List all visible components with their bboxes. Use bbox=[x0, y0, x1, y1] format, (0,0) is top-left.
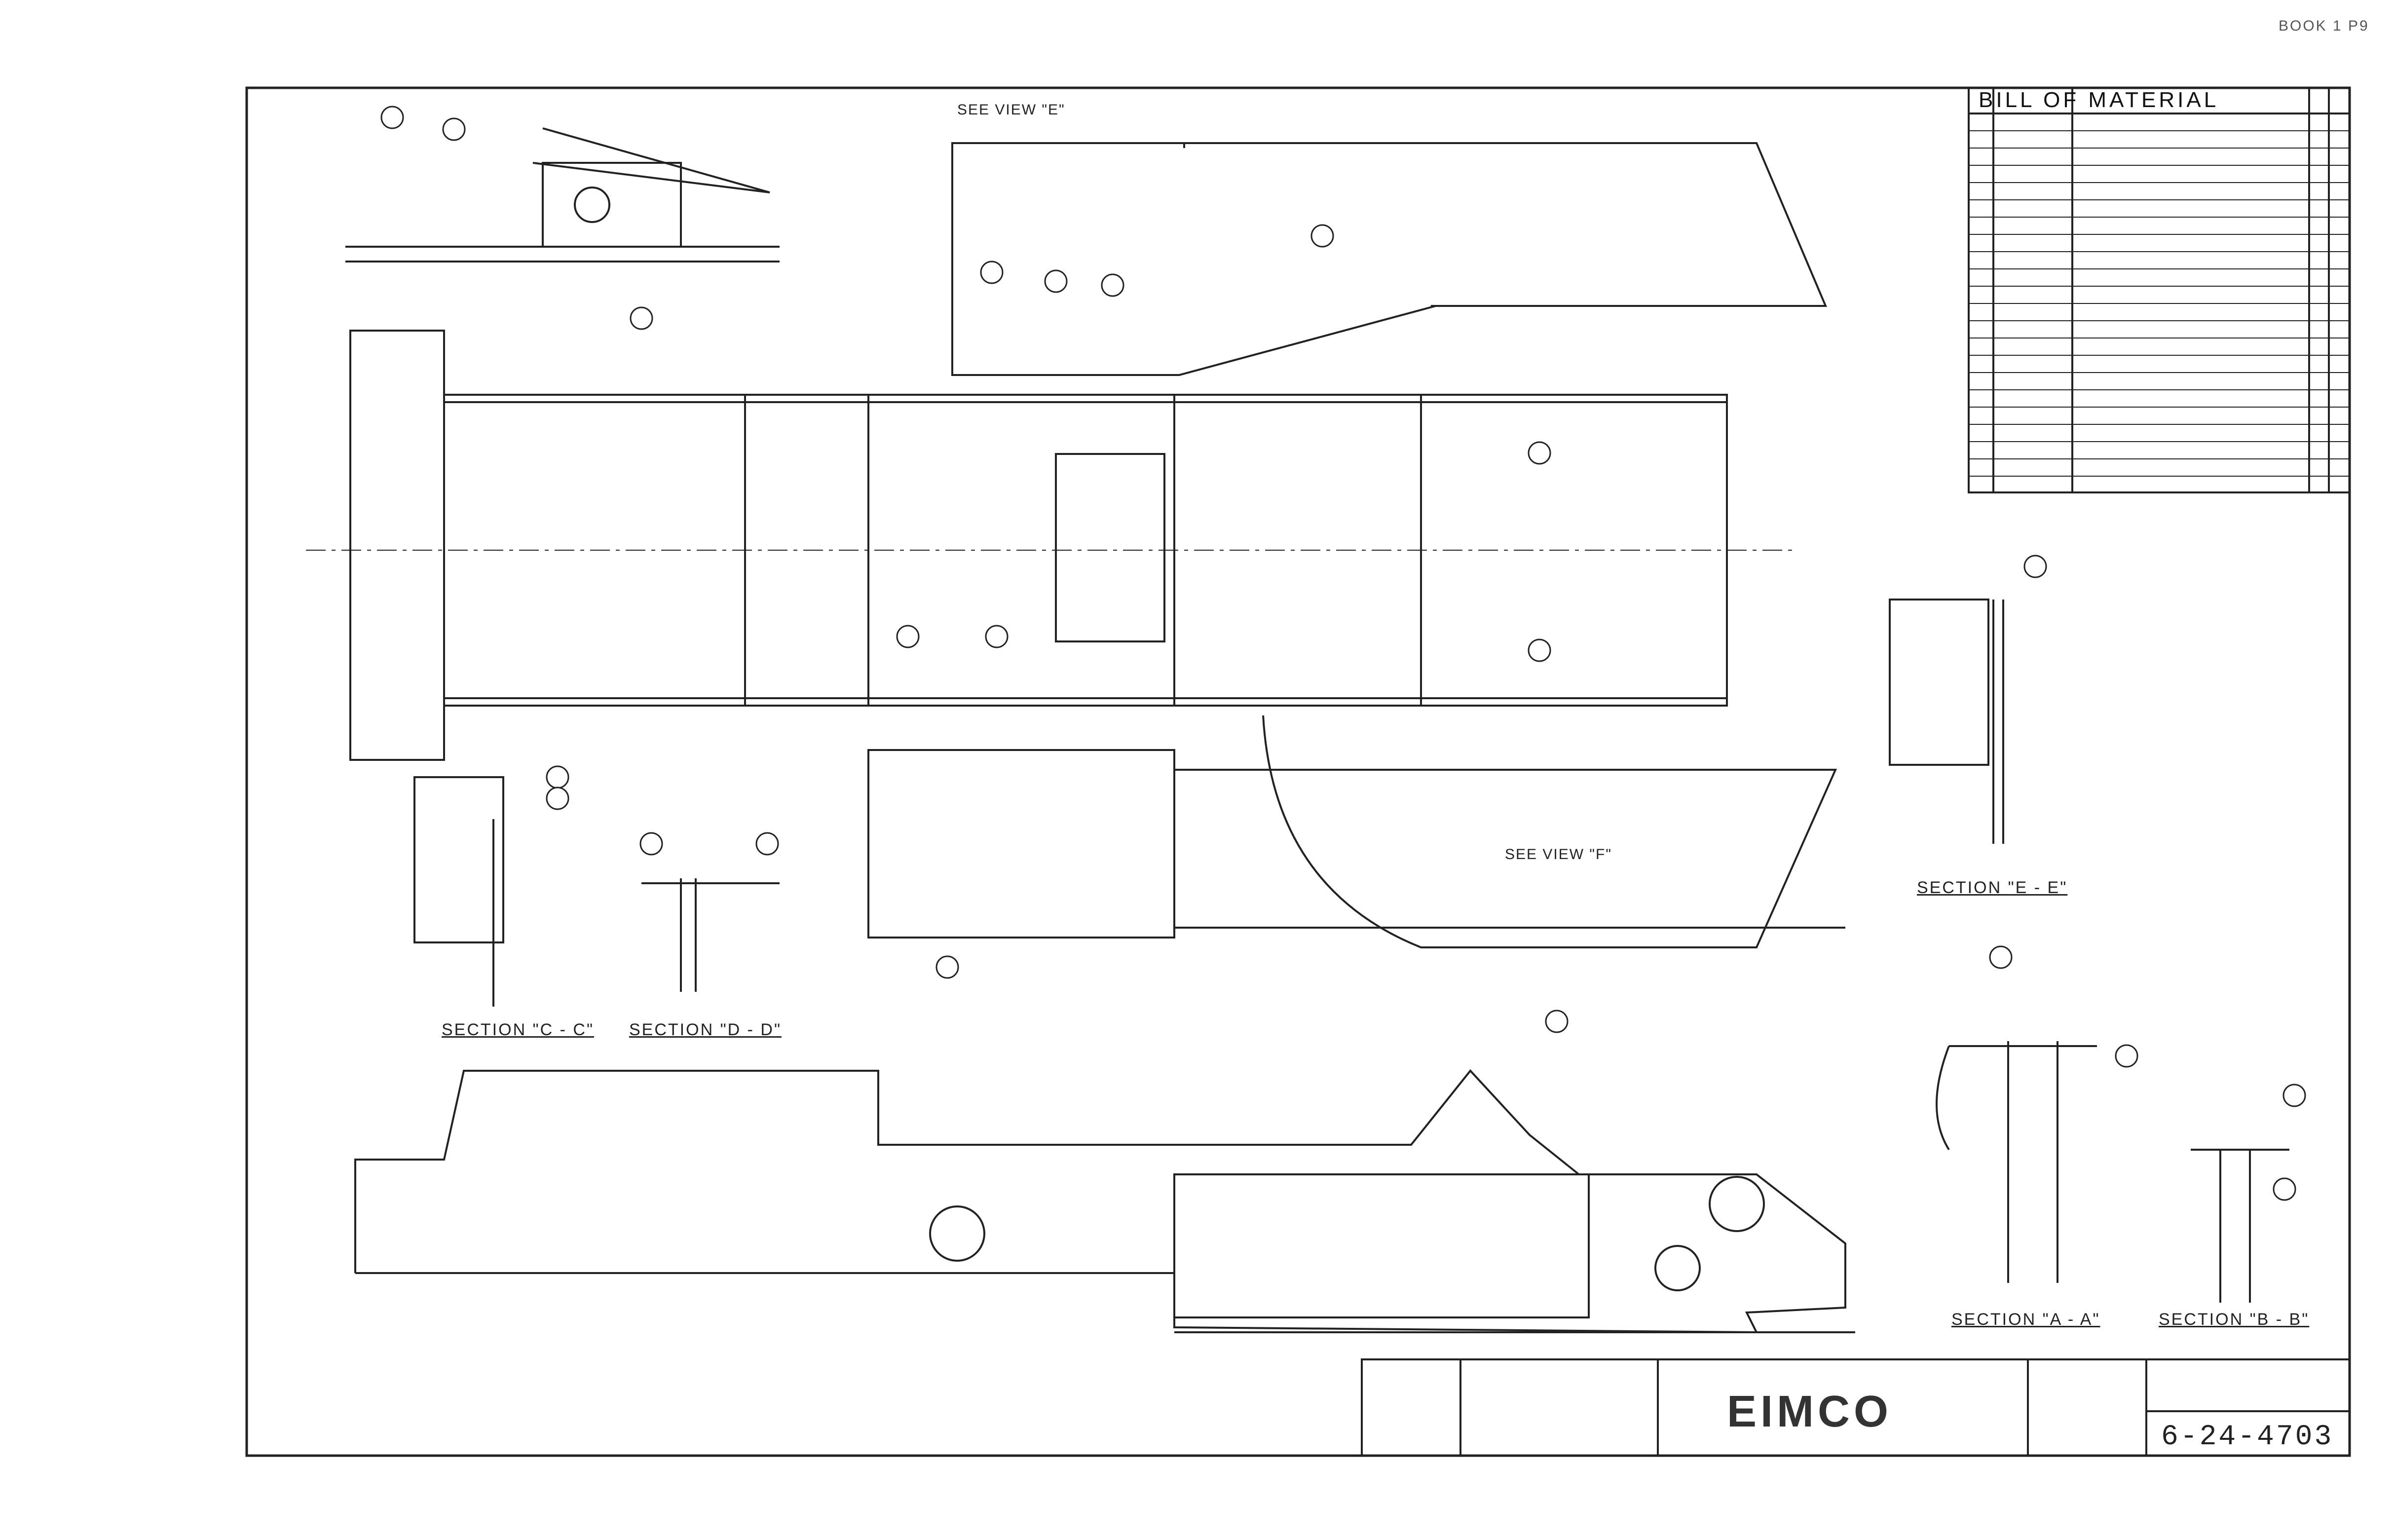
book-reference: BOOK 1 P9 bbox=[2279, 18, 2369, 34]
plan-view bbox=[306, 330, 1796, 761]
bom-rows bbox=[1969, 130, 2350, 477]
section-aa-title: SECTION "A - A" bbox=[1951, 1310, 2100, 1329]
section-bb-title: SECTION "B - B" bbox=[2159, 1310, 2310, 1329]
section-dd bbox=[641, 878, 780, 992]
section-cc bbox=[413, 776, 504, 1007]
company-logo: EIMCO bbox=[1727, 1387, 1893, 1436]
view-e-detail bbox=[345, 127, 780, 263]
balloon-callout-icon bbox=[380, 106, 2306, 1201]
bom-table bbox=[1968, 87, 2351, 493]
bom-title: BILL OF MATERIAL bbox=[1979, 88, 2219, 112]
title-block bbox=[1361, 1358, 2351, 1457]
section-cc-title: SECTION "C - C" bbox=[442, 1020, 595, 1039]
section-ee-title: SECTION "E - E" bbox=[1917, 878, 2068, 897]
drawing-number: 6-24-4703 bbox=[2161, 1421, 2334, 1453]
view-ref-e-label: SEE VIEW "E" bbox=[957, 102, 1065, 118]
section-bb bbox=[2191, 1149, 2289, 1303]
side-elevation bbox=[354, 1069, 1855, 1334]
lower-boom bbox=[867, 715, 1845, 948]
upper-boom bbox=[951, 142, 1828, 376]
view-ref-f-label: SEE VIEW "F" bbox=[1505, 846, 1612, 863]
section-aa bbox=[1936, 1041, 2097, 1283]
section-dd-title: SECTION "D - D" bbox=[629, 1020, 782, 1039]
sheet-border bbox=[245, 86, 2351, 1457]
section-ee bbox=[1889, 599, 2004, 844]
